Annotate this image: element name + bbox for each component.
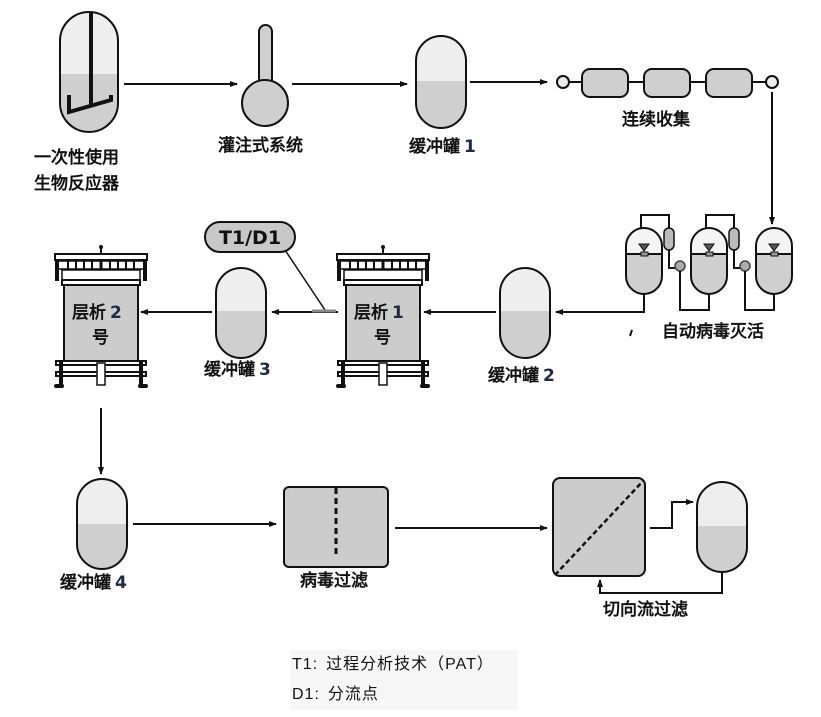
viral-inactivation-unit[interactable]	[556, 214, 793, 313]
legend-text: 过程分析技术（PAT）	[326, 656, 494, 673]
buffer-tank-1[interactable]	[415, 35, 467, 131]
agitator-icon	[67, 12, 113, 115]
perfusion-system[interactable]	[241, 24, 289, 127]
bioreactor-label-line1: 一次性使用	[34, 147, 119, 168]
chromatography-2-label-line2: 号	[92, 328, 109, 348]
inactivation-vessel-3	[755, 227, 793, 295]
stray-mark	[629, 329, 633, 337]
legend-key: T1:	[292, 656, 319, 673]
viral-inactivation-label: 自动病毒灭活	[662, 321, 764, 342]
buffer-tank-4[interactable]	[76, 478, 128, 574]
virus-filtration-label: 病毒过滤	[300, 570, 368, 591]
t1-d1-tag-label: T1/D1	[219, 227, 281, 249]
flow-arrow-tff-retentate	[650, 499, 694, 529]
legend-text: 分流点	[327, 686, 379, 703]
t1-d1-sampling-point[interactable]: T1/D1	[204, 221, 336, 313]
buffer-tank-2[interactable]	[499, 267, 551, 361]
legend: T1: 过程分析技术（PAT） D1: 分流点	[290, 650, 518, 710]
tff-filter[interactable]	[552, 477, 646, 577]
inactivation-vessel-2	[690, 227, 728, 295]
continuous-capture-label: 连续收集	[622, 109, 691, 130]
inactivation-vessel-1	[625, 227, 663, 295]
legend-key: D1:	[292, 686, 320, 703]
tff-label: 切向流过滤	[603, 599, 688, 620]
bioreactor-label-line2: 生物反应器	[34, 173, 120, 194]
continuous-capture-unit[interactable]	[556, 68, 779, 98]
legend-item-t1: T1: 过程分析技术（PAT）	[290, 650, 518, 680]
perfusion-label: 灌注式系统	[218, 135, 303, 156]
buffer-tank-3[interactable]	[215, 267, 267, 361]
legend-item-d1: D1: 分流点	[290, 680, 518, 710]
flow-arrow-tff-recycle	[597, 572, 723, 594]
chromatography-column-1[interactable]	[336, 245, 430, 388]
bioreactor-vessel[interactable]	[59, 11, 119, 134]
tff-reservoir[interactable]	[696, 481, 748, 576]
chromatography-column-2[interactable]	[54, 245, 148, 388]
chromatography-1-label-line2: 号	[374, 328, 391, 348]
virus-filter[interactable]	[283, 486, 389, 568]
